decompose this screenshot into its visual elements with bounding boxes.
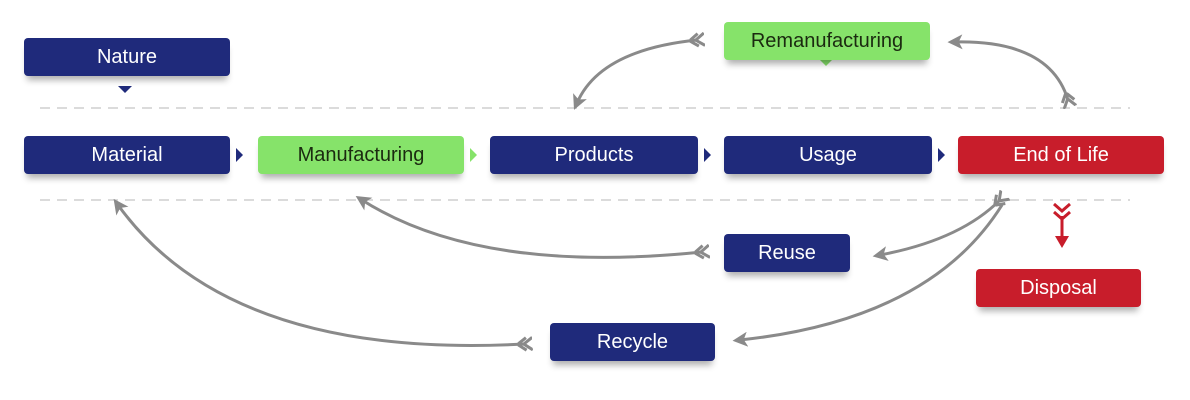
node-products-label: Products [554,144,634,166]
node-nature: Nature [24,38,230,76]
node-end-of-life-label: End of Life [1013,144,1109,166]
arrow-endoflife-to-remanufacturing [955,42,1068,100]
arrow-endoflife-to-reuse [880,200,1000,255]
arrow-reuse-to-manufacturing [362,200,702,257]
node-material: Material [24,136,230,174]
arrow-endoflife-to-recycle [732,204,1004,347]
node-material-label: Material [91,144,163,166]
flow-triangle-material-manufacturing [236,148,243,162]
flow-triangle-products-usage [704,148,711,162]
node-products: Products [490,136,698,174]
node-disposal-label: Disposal [1020,277,1097,299]
disposal-arrow-head [1055,236,1069,248]
arrow-recycle-to-material [118,205,525,345]
node-usage: Usage [724,136,932,174]
node-remanufacturing-label: Remanufacturing [750,30,904,52]
node-usage-label: Usage [799,144,857,166]
flow-triangle-usage-endoflife [938,148,945,162]
node-disposal: Disposal [976,269,1141,307]
node-recycle: Recycle [550,323,715,361]
node-reuse-label: Reuse [758,242,816,264]
node-recycle-label: Recycle [596,331,669,353]
remanufacturing-pointer [818,58,834,66]
node-remanufacturing: Remanufacturing [724,22,930,60]
node-manufacturing-label: Manufacturing [297,144,425,166]
node-reuse: Reuse [724,234,850,272]
node-manufacturing: Manufacturing [258,136,464,174]
flow-triangle-manufacturing-products [470,148,477,162]
arrow-remanufacturing-to-products [577,40,697,103]
node-nature-label: Nature [96,46,158,68]
node-end-of-life: End of Life [958,136,1164,174]
flow-triangle-nature-material [118,86,132,93]
